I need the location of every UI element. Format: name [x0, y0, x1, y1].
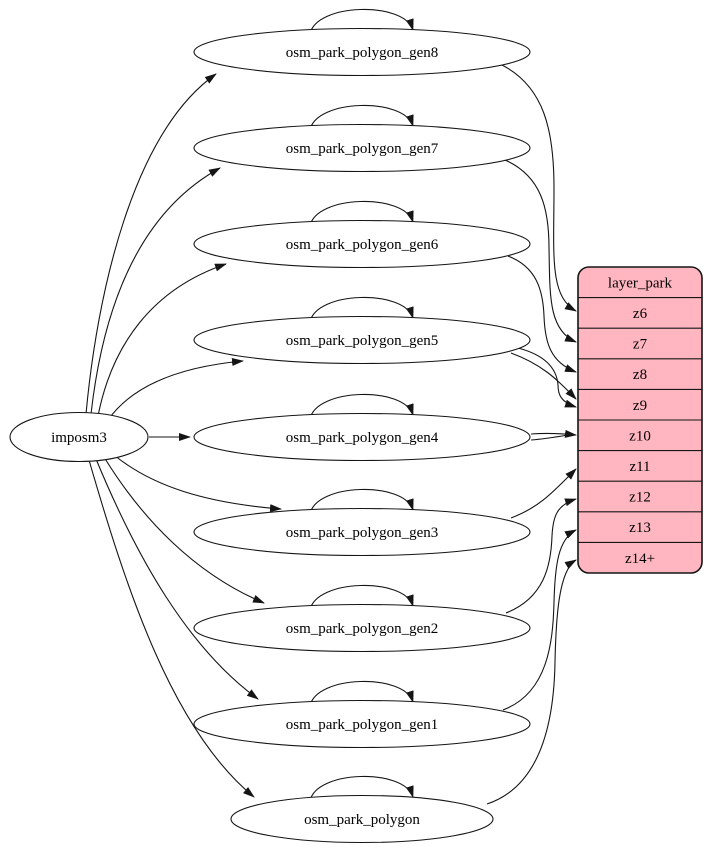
- node-osm_park_polygon_gen5-label: osm_park_polygon_gen5: [286, 333, 438, 349]
- node-osm_park_polygon_gen1: [193, 699, 531, 749]
- node-osm_park_polygon: [230, 794, 494, 844]
- edge-imposm3-osm_park_polygon_gen5: [107, 358, 244, 421]
- layer-park-row-z13: z13: [629, 520, 651, 536]
- node-osm_park_polygon-label: osm_park_polygon: [304, 812, 420, 828]
- node-osm_park_polygon_gen7-label: osm_park_polygon_gen7: [286, 141, 439, 157]
- edges-to-layer: [486, 63, 577, 805]
- layer-park-title: layer_park: [608, 276, 673, 292]
- edge-osm_park_polygon_gen8-z6: [499, 63, 577, 312]
- edge-imposm3-osm_park_polygon_gen7: [90, 167, 221, 415]
- self-loop-osm_park_polygon_gen2: [309, 584, 414, 611]
- layer-park-row-separators: [578, 297, 702, 543]
- edge-osm_park_polygon_gen6-z8: [507, 255, 577, 373]
- edge-osm_park_polygon_gen3-z11: [510, 468, 577, 519]
- edge-imposm3-osm_park_polygon_gen2: [103, 456, 265, 604]
- self-loop-osm_park_polygon_gen5: [309, 296, 414, 323]
- edge-osm_park_polygon-z14: [486, 559, 577, 805]
- node-imposm3: [9, 411, 149, 463]
- node-osm_park_polygon_gen8: [193, 27, 531, 77]
- edge-osm_park_polygon_gen7-z7: [504, 159, 577, 343]
- node-imposm3-label: imposm3: [51, 430, 107, 446]
- edge-osm_park_polygon_gen1-z13: [502, 529, 577, 711]
- self-loop-osm_park_polygon_gen8: [309, 8, 414, 35]
- node-osm_park_polygon_gen1-label: osm_park_polygon_gen1: [286, 717, 438, 733]
- layer-park-row-z7: z7: [633, 337, 648, 353]
- layer-park-row-z10: z10: [629, 428, 651, 444]
- edges-from-source: [85, 73, 282, 798]
- layer-park-row-z8: z8: [633, 367, 647, 383]
- node-osm_park_polygon_gen2: [193, 603, 531, 653]
- edge-imposm3-osm_park_polygon: [88, 459, 255, 798]
- edge-imposm3-osm_park_polygon_gen3: [113, 454, 282, 513]
- layer-park-row-z14: z14+: [625, 551, 655, 567]
- node-osm_park_polygon_gen5: [193, 315, 531, 365]
- node-osm_park_polygon_gen6: [193, 219, 531, 269]
- edge-osm_park_polygon_gen4-z10: [530, 429, 577, 438]
- edge-osm_park_polygon_gen5-z9-duplicate-stroke: [513, 346, 577, 408]
- layer-park-row-z11: z11: [629, 459, 650, 475]
- edge-imposm3-osm_park_polygon_gen6: [97, 263, 227, 417]
- node-osm_park_polygon_gen3: [193, 507, 531, 557]
- edge-imposm3-osm_park_polygon_gen1: [95, 458, 259, 700]
- self-loop-osm_park_polygon_gen1: [309, 680, 414, 707]
- layer-park-row-z9: z9: [633, 398, 647, 414]
- layer-park-row-z12: z12: [629, 490, 651, 506]
- edge-imposm3-osm_park_polygon_gen8: [85, 73, 217, 415]
- edge-osm_park_polygon_gen2-z12: [505, 498, 577, 614]
- node-osm_park_polygon_gen7: [193, 123, 531, 173]
- node-osm_park_polygon_gen6-label: osm_park_polygon_gen6: [286, 237, 439, 253]
- self-loop-edges: [309, 8, 414, 802]
- node-layer_park: layer_park z6 z7 z8 z9 z10 z11 z12 z13 z…: [577, 266, 703, 574]
- node-osm_park_polygon_gen2-label: osm_park_polygon_gen2: [286, 621, 438, 637]
- self-loop-osm_park_polygon_gen3: [309, 488, 414, 515]
- layer-park-row-z6: z6: [633, 306, 648, 322]
- self-loop-osm_park_polygon_gen6: [309, 200, 414, 227]
- nodes: imposm3 osm_park_polygon_gen8 osm_park_p…: [9, 27, 531, 844]
- node-osm_park_polygon_gen3-label: osm_park_polygon_gen3: [286, 525, 438, 541]
- edge-osm_park_polygon_gen4-z10-companion-stroke: [530, 434, 569, 441]
- self-loop-osm_park_polygon: [309, 775, 414, 802]
- edge-osm_park_polygon_gen5-z9: [510, 352, 577, 400]
- self-loop-osm_park_polygon_gen4: [309, 393, 414, 420]
- node-osm_park_polygon_gen8-label: osm_park_polygon_gen8: [286, 45, 438, 61]
- node-osm_park_polygon_gen4-label: osm_park_polygon_gen4: [286, 430, 439, 446]
- self-loop-osm_park_polygon_gen7: [309, 104, 414, 131]
- node-osm_park_polygon_gen4: [193, 412, 531, 462]
